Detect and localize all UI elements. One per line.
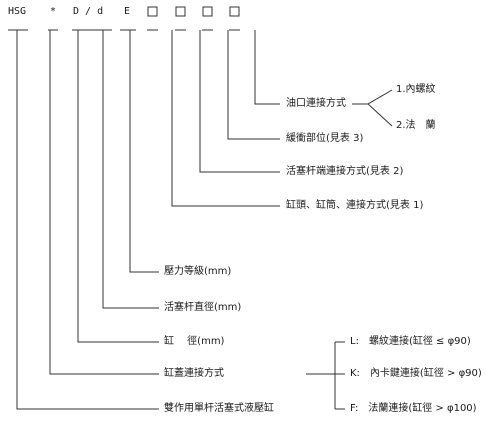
- label-rod-diameter: 活塞杆直徑(mm): [164, 302, 242, 313]
- label-bore: 缸 徑(mm): [164, 336, 225, 347]
- cover-option-thread: L: 螺紋連接(缸徑 ≤ φ90): [350, 336, 471, 347]
- label-cylinder-type: 雙作用單杆活塞式液壓缸: [164, 403, 274, 414]
- cover-option-inner-key: K: 內卡鍵連接(缸徑 > φ90): [350, 368, 482, 379]
- code-box-3: [202, 6, 213, 17]
- cover-option-flange: F: 法蘭連接(缸徑 > φ100): [350, 403, 477, 414]
- code-bore-rod: D / d: [73, 6, 104, 17]
- code-pressure: E: [124, 6, 131, 17]
- code-box-2: [175, 6, 186, 17]
- code-box-1: [147, 6, 158, 17]
- code-star: *: [50, 6, 57, 17]
- label-buffer: 緩衝部位(見表 3): [286, 133, 364, 144]
- code-box-4: [229, 6, 240, 17]
- label-pressure: 壓力等級(mm): [164, 266, 232, 277]
- label-port-connection: 油口連接方式: [286, 98, 346, 109]
- code-prefix: HSG: [8, 6, 27, 17]
- label-cover-connection: 缸蓋連接方式: [164, 368, 224, 379]
- port-option-flange: 2.法 蘭: [396, 120, 436, 131]
- label-rod-end: 活塞杆端連接方式(見表 2): [286, 166, 404, 177]
- port-option-internal-thread: 1.內螺紋: [396, 84, 436, 95]
- label-head-connection: 缸頭、缸筒、連接方式(見表 1): [286, 200, 424, 211]
